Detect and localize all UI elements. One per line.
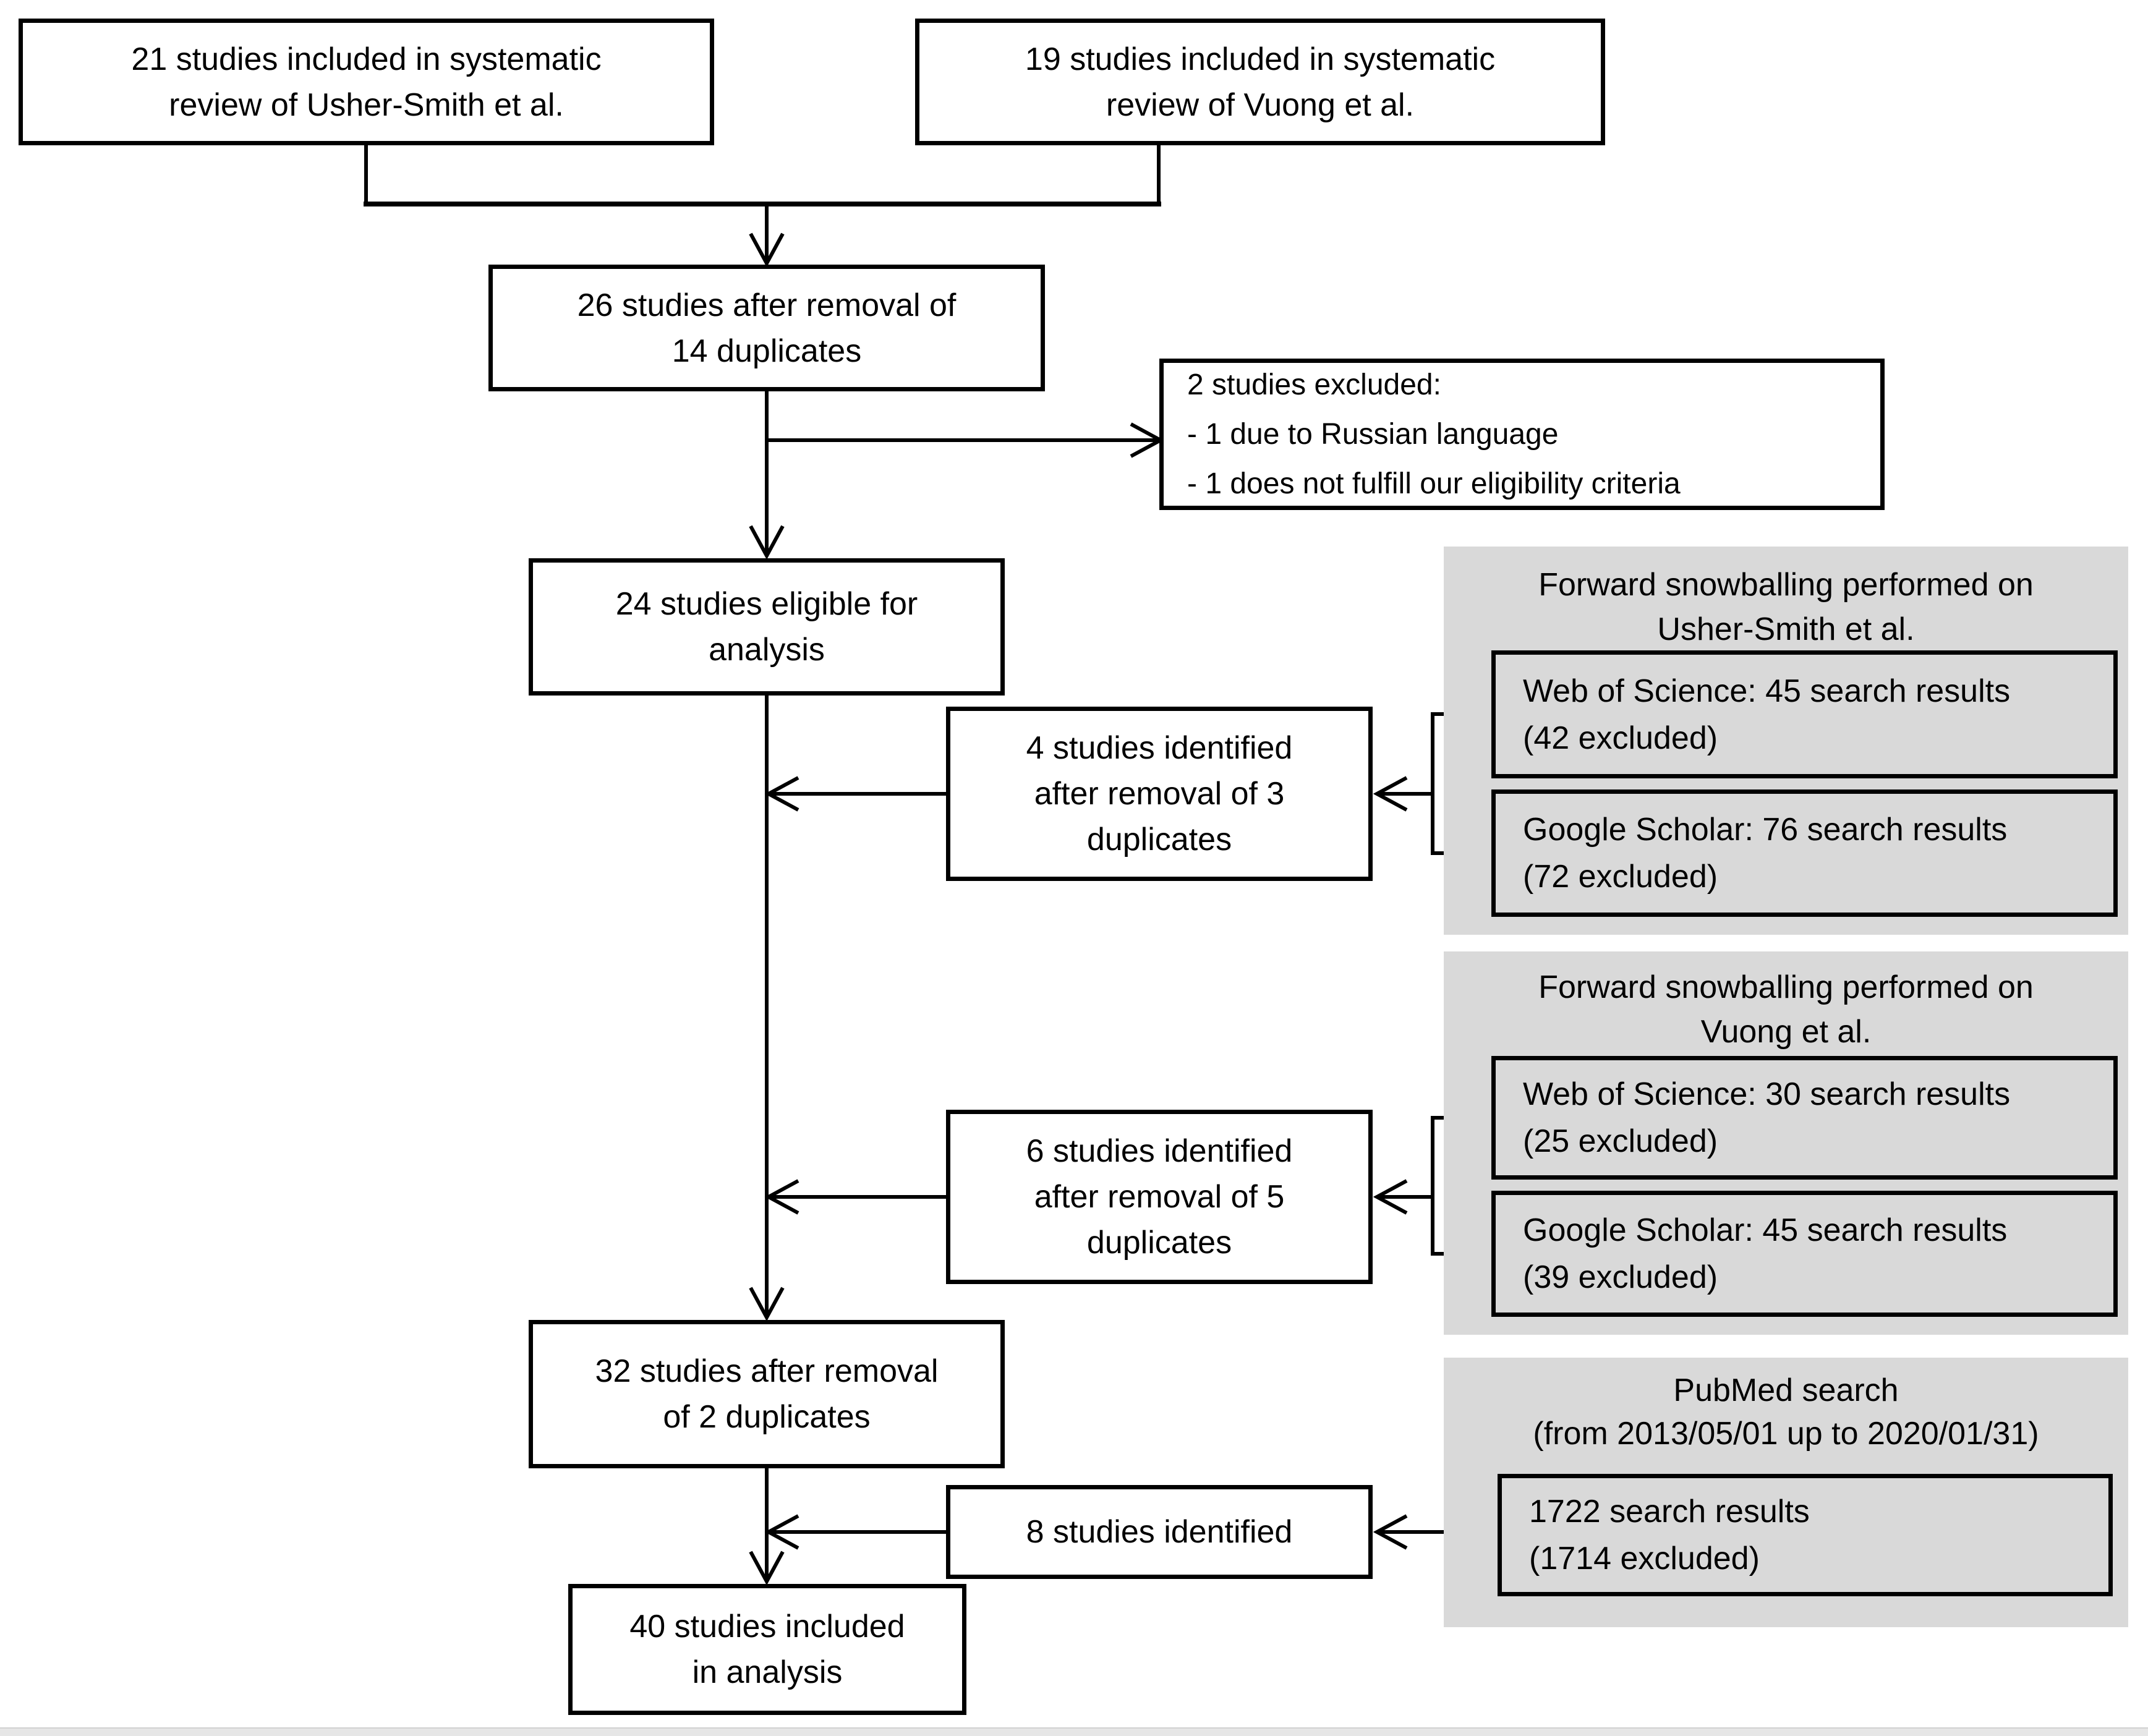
box-line: 32 studies after removal — [595, 1353, 939, 1389]
box-line: 6 studies identified — [1026, 1133, 1293, 1169]
branch-identified-pubmed — [764, 1514, 948, 1550]
arrowhead-down — [749, 232, 785, 268]
box-line: in analysis — [692, 1654, 843, 1690]
panel-pubmed-search: PubMed search (from 2013/05/01 up to 202… — [1444, 1358, 2128, 1627]
box-line: after removal of 5 — [1034, 1179, 1285, 1215]
arrowhead-left — [764, 776, 799, 812]
box-line: analysis — [709, 632, 825, 668]
box-line: 2 studies excluded: — [1187, 368, 1441, 401]
box-merged-after-dedup: 32 studies after removal of 2 duplicates — [529, 1320, 1005, 1468]
box-identified-vuong-snowball: 6 studies identified after removal of 5 … — [946, 1110, 1373, 1284]
merge-connector — [364, 145, 1161, 268]
branch-to-excluded — [767, 422, 1165, 458]
box-line: (39 excluded) — [1523, 1259, 1718, 1295]
box-line: - 1 due to Russian language — [1187, 417, 1559, 451]
box-vuong-google-scholar: Google Scholar: 45 search results (39 ex… — [1491, 1191, 2118, 1317]
box-line: Google Scholar: 76 search results — [1523, 812, 2008, 848]
box-line: 21 studies included in systematic — [131, 41, 602, 77]
box-included-in-analysis: 40 studies included in analysis — [568, 1584, 966, 1715]
box-studies-excluded: 2 studies excluded: - 1 due to Russian l… — [1159, 359, 1885, 510]
panel-snowball-vuong: Forward snowballing performed on Vuong e… — [1444, 951, 2128, 1335]
panel-title-line: (from 2013/05/01 up to 2020/01/31) — [1533, 1416, 2039, 1452]
box-usher-smith-review: 21 studies included in systematic review… — [19, 19, 714, 145]
box-usher-web-of-science: Web of Science: 45 search results (42 ex… — [1491, 650, 2118, 778]
panel-title-line: Usher-Smith et al. — [1657, 611, 1915, 647]
box-line: after removal of 3 — [1034, 776, 1285, 812]
box-identified-usher-snowball: 4 studies identified after removal of 3 … — [946, 707, 1373, 881]
arrowhead-down — [749, 525, 785, 560]
box-line: - 1 does not fulfill our eligibility cri… — [1187, 467, 1681, 500]
branch-identified-usher — [764, 776, 948, 812]
panel-title-line: Vuong et al. — [1700, 1014, 1872, 1050]
arrowhead-left — [1373, 776, 1408, 812]
box-line: 40 studies included — [629, 1609, 905, 1645]
trunk-eligible-to-merged — [749, 696, 785, 1322]
box-line: 8 studies identified — [1026, 1514, 1293, 1550]
panel-pubmed-title: PubMed search (from 2013/05/01 up to 202… — [1444, 1369, 2128, 1455]
box-line: duplicates — [1086, 822, 1232, 857]
box-line: (72 excluded) — [1523, 859, 1718, 895]
arrowhead-left — [764, 1514, 799, 1550]
panel-snowball-usher: Forward snowballing performed on Usher-S… — [1444, 547, 2128, 935]
panel-snowball-usher-title: Forward snowballing performed on Usher-S… — [1444, 563, 2128, 652]
arrowhead-left — [764, 1179, 799, 1215]
box-line: review of Usher-Smith et al. — [169, 87, 564, 123]
box-line: Google Scholar: 45 search results — [1523, 1212, 2008, 1248]
box-vuong-review: 19 studies included in systematic review… — [915, 19, 1605, 145]
box-pubmed-results: 1722 search results (1714 excluded) — [1498, 1474, 2113, 1596]
trunk-merged-to-final — [749, 1468, 785, 1586]
arrowhead-down — [749, 1287, 785, 1322]
arrowhead-down — [749, 1551, 785, 1586]
box-line: duplicates — [1086, 1225, 1232, 1261]
box-line: 1722 search results — [1529, 1494, 1810, 1530]
box-line: 19 studies included in systematic — [1025, 41, 1496, 77]
panel-title-line: Forward snowballing performed on — [1538, 969, 2034, 1005]
box-line: Web of Science: 45 search results — [1523, 673, 2011, 709]
branch-identified-vuong — [764, 1179, 948, 1215]
box-line: 14 duplicates — [671, 333, 862, 369]
box-eligible-for-analysis: 24 studies eligible for analysis — [529, 558, 1005, 696]
box-line: (42 excluded) — [1523, 720, 1718, 756]
box-line: Web of Science: 30 search results — [1523, 1076, 2011, 1112]
box-line: of 2 duplicates — [663, 1399, 871, 1435]
panel-snowball-vuong-title: Forward snowballing performed on Vuong e… — [1444, 965, 2128, 1054]
arrowhead-left — [1373, 1179, 1408, 1215]
box-after-duplicate-removal: 26 studies after removal of 14 duplicate… — [488, 265, 1045, 391]
box-line: review of Vuong et al. — [1106, 87, 1415, 123]
box-vuong-web-of-science: Web of Science: 30 search results (25 ex… — [1491, 1056, 2118, 1180]
box-line: 4 studies identified — [1026, 730, 1293, 766]
panel-title-line: PubMed search — [1673, 1372, 1899, 1408]
bottom-edge-strip — [0, 1727, 2148, 1736]
box-usher-google-scholar: Google Scholar: 76 search results (72 ex… — [1491, 789, 2118, 917]
box-line: (1714 excluded) — [1529, 1541, 1760, 1576]
box-identified-pubmed: 8 studies identified — [946, 1485, 1373, 1579]
box-line: 24 studies eligible for — [615, 586, 918, 622]
panel-title-line: Forward snowballing performed on — [1538, 567, 2034, 603]
trunk-dedup-to-eligible — [749, 391, 785, 560]
arrowhead-left — [1373, 1514, 1408, 1550]
box-line: (25 excluded) — [1523, 1123, 1718, 1159]
box-line: 26 studies after removal of — [577, 287, 957, 323]
